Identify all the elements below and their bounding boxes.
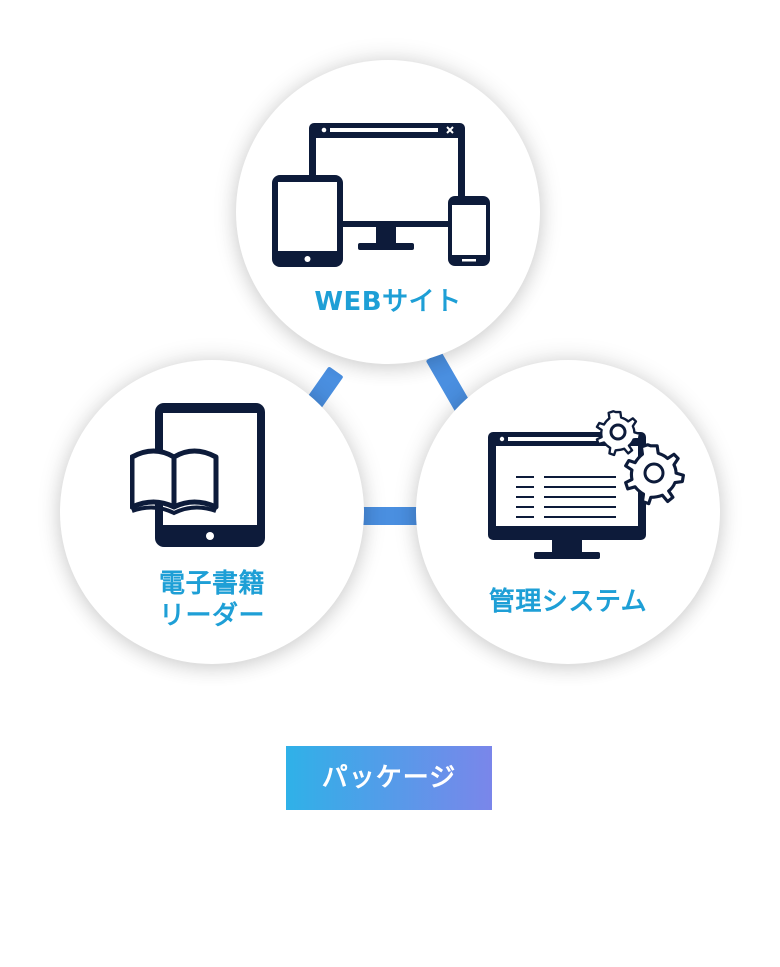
node-label-web-site: WEBサイト [314,287,462,317]
web-site-node: WEBサイト [236,60,540,364]
node-label-admin-system: 管理システム [488,587,648,617]
admin-monitor-gears-icon [488,410,685,559]
ebook-reader-node: 電子書籍 リーダー [60,360,364,664]
ebook-reader-icon [130,403,265,547]
package-button[interactable]: パッケージ [286,746,492,810]
admin-system-node: 管理システム [416,360,720,664]
connector-ebook-admin [352,507,424,525]
node-label-ebook-reader: 電子書籍 リーダー [158,569,265,631]
devices-icon [272,123,490,267]
